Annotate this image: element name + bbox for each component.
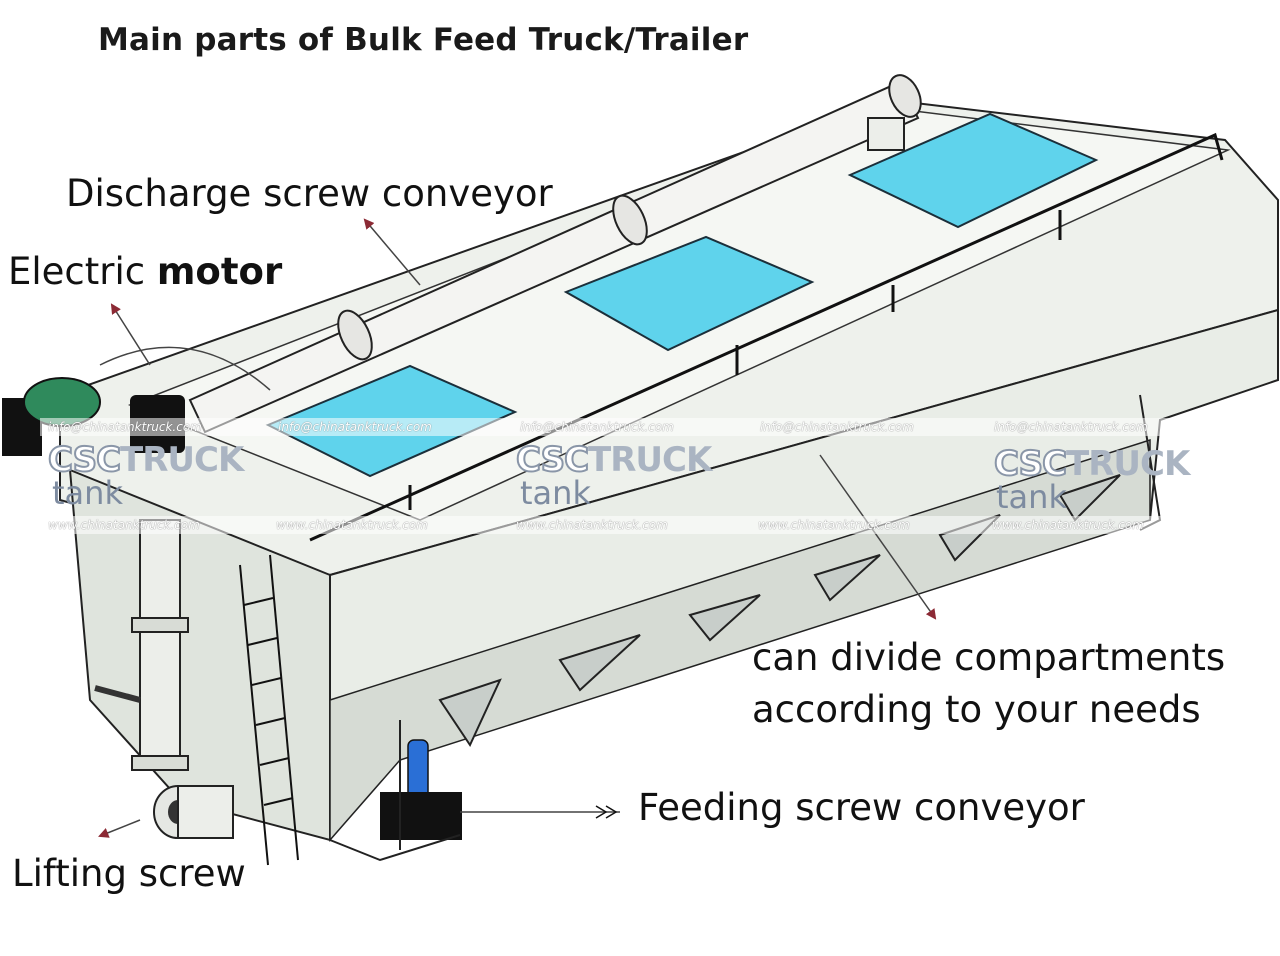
hatch-2 bbox=[563, 235, 815, 352]
label-lifting-screw: Lifting screw bbox=[12, 852, 246, 895]
label-discharge-screw-conveyor: Discharge screw conveyor bbox=[66, 172, 553, 215]
lifting-screw bbox=[94, 519, 234, 839]
watermark-logo: CSCTRUCK bbox=[515, 439, 712, 481]
watermark-website: www.chinatanktruck.com bbox=[276, 518, 428, 532]
watermark-email: info@chinatanktruck.com bbox=[760, 420, 914, 434]
discharge-screw-conveyor bbox=[188, 74, 922, 434]
watermark-logo: CSCTRUCK bbox=[993, 443, 1190, 485]
feeding-screw-unit bbox=[380, 720, 462, 850]
ladder bbox=[239, 554, 299, 866]
watermark-tank: tank bbox=[996, 478, 1067, 516]
feeding-arrow-tip bbox=[595, 805, 618, 819]
label-feeding-screw-conveyor: Feeding screw conveyor bbox=[638, 786, 1085, 829]
watermark-band-bottom bbox=[40, 516, 1240, 534]
hopper-partitions bbox=[438, 474, 1121, 748]
watermark-email: info@chinatanktruck.com bbox=[994, 420, 1148, 434]
pointer-arrows bbox=[98, 218, 937, 838]
watermark-tank: tank bbox=[520, 474, 591, 512]
watermark-email: info@chinatanktruck.com bbox=[278, 420, 432, 434]
diagram-title: Main parts of Bulk Feed Truck/Trailer bbox=[98, 22, 749, 58]
watermark-website: www.chinatanktruck.com bbox=[48, 518, 200, 532]
watermark-website: www.chinatanktruck.com bbox=[992, 518, 1144, 532]
watermark-website: www.chinatanktruck.com bbox=[516, 518, 668, 532]
motor-arrow bbox=[110, 303, 151, 366]
label-compartments-line1: can divide compartments bbox=[752, 636, 1226, 679]
label-compartments-line2: according to your needs bbox=[752, 688, 1201, 731]
watermark-website: www.chinatanktruck.com bbox=[758, 518, 910, 532]
label-electric-motor: Electric motor bbox=[8, 250, 283, 293]
watermark-logo: CSCTRUCK bbox=[47, 439, 244, 481]
watermark-tank: tank bbox=[52, 474, 123, 512]
discharge-arrow bbox=[363, 218, 421, 286]
top-rail bbox=[309, 132, 1224, 542]
watermark-band-top bbox=[40, 418, 1240, 436]
compartment-arrow bbox=[819, 454, 937, 620]
lifting-arrow bbox=[98, 819, 141, 838]
watermark-email: info@chinatanktruck.com bbox=[520, 420, 674, 434]
hatch-3 bbox=[847, 112, 1099, 229]
watermark-email: info@chinatanktruck.com bbox=[48, 420, 202, 434]
